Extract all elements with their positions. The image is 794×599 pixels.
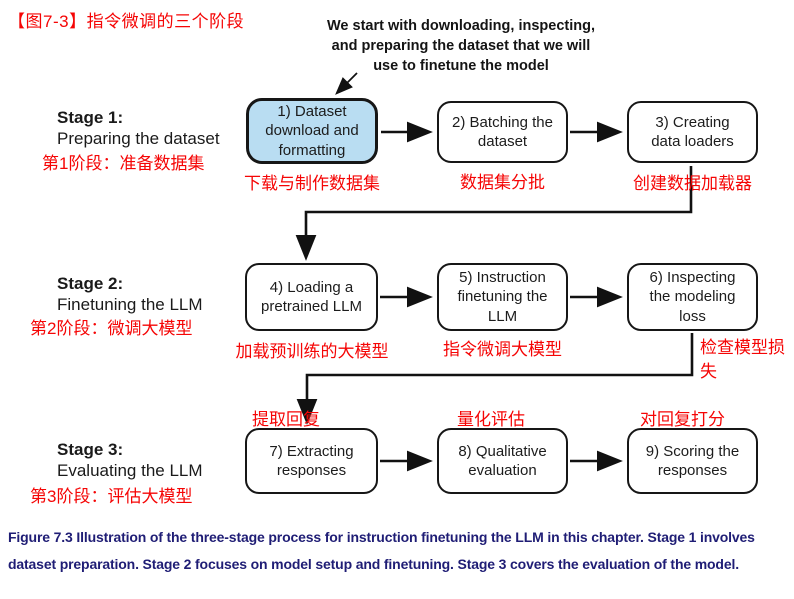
stage1-zh-label: 第1阶段：准备数据集	[42, 154, 205, 173]
flow-box-8-qualitative-evaluation: 8) Qualitative evaluation	[437, 428, 568, 494]
elbow-box6-box7-icon	[296, 333, 694, 425]
zh-caption-box4: 加载预训练的大模型	[235, 342, 389, 361]
stage2-zh-label: 第2阶段：微调大模型	[30, 319, 193, 338]
stage1-subtitle: Preparing the dataset	[57, 129, 220, 148]
zh-caption-box1: 下载与制作数据集	[244, 174, 380, 193]
flow-box-1-dataset-download: 1) Dataset download and formatting	[246, 98, 378, 164]
flow-box-6-modeling-loss: 6) Inspecting the modeling loss	[627, 263, 758, 331]
stage2-subtitle: Finetuning the LLM	[57, 295, 203, 314]
stage2-name: Stage 2:	[57, 274, 124, 293]
flow-box-3-data-loaders: 3) Creating data loaders	[627, 101, 758, 163]
stage1-name: Stage 1:	[57, 108, 124, 127]
zh-caption-box2: 数据集分批	[460, 173, 545, 192]
elbow-box3-box4-icon	[295, 166, 693, 261]
zh-caption-box3: 创建数据加载器	[633, 174, 752, 193]
figure-title: 【图7-3】指令微调的三个阶段	[8, 12, 245, 31]
top-annotation: We start with downloading, inspecting, a…	[327, 18, 595, 74]
stage3-name: Stage 3:	[57, 440, 124, 459]
flow-box-5-instruction-finetuning: 5) Instruction finetuning the LLM	[437, 263, 568, 331]
flow-box-4-loading-llm: 4) Loading a pretrained LLM	[245, 263, 378, 331]
zh-caption-box7: 提取回复	[252, 410, 320, 429]
stage3-subtitle: Evaluating the LLM	[57, 461, 203, 480]
figure-caption: Figure 7.3 Illustration of the three-sta…	[8, 529, 755, 572]
flow-box-7-extracting-responses: 7) Extracting responses	[245, 428, 378, 494]
zh-caption-box8: 量化评估	[457, 410, 525, 429]
flow-box-9-scoring: 9) Scoring the responses	[627, 428, 758, 494]
zh-caption-box6: 检查模型损失	[700, 338, 785, 381]
flow-box-2-batching: 2) Batching the dataset	[437, 101, 568, 163]
zh-caption-box9: 对回复打分	[640, 410, 725, 429]
zh-caption-box5: 指令微调大模型	[443, 340, 562, 359]
stage3-zh-label: 第3阶段：评估大模型	[30, 487, 193, 506]
annotation-arrow-icon	[335, 72, 358, 95]
